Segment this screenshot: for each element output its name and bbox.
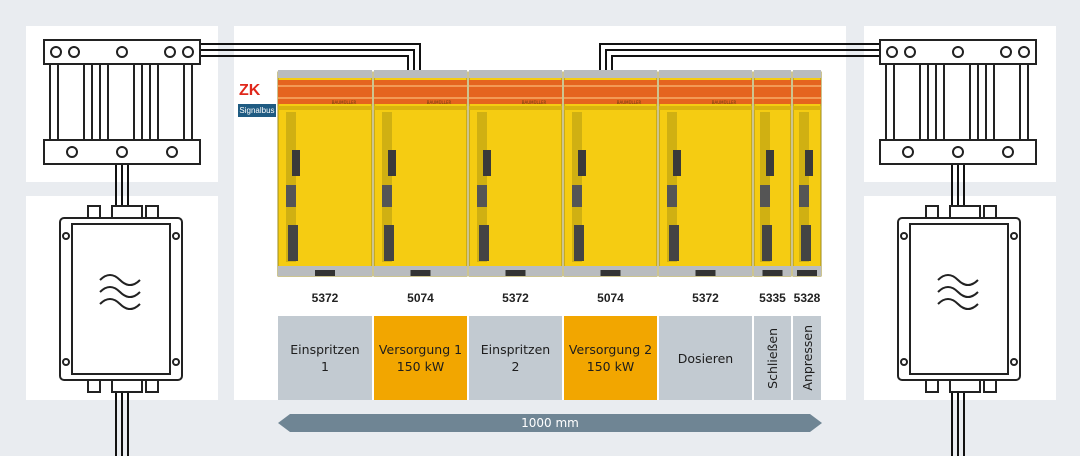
- function-block: Anpressen: [793, 316, 821, 400]
- svg-text:BAUMÜLLER: BAUMÜLLER: [332, 100, 357, 105]
- right-choke: [879, 39, 1037, 165]
- module-3: BAUMÜLLER: [468, 70, 563, 277]
- drive-modules: BAUMÜLLER BAUMÜLLER BAUMÜLLER BAUMÜLLER BAUM…: [277, 70, 822, 277]
- cable-right: [599, 43, 880, 70]
- module-number: 5335: [759, 291, 786, 305]
- svg-text:BAUMÜLLER: BAUMÜLLER: [522, 100, 547, 105]
- left-choke: [43, 39, 201, 165]
- module-number: 5372: [311, 291, 339, 305]
- module-5: BAUMÜLLER: [658, 70, 753, 277]
- svg-text:BAUMÜLLER: BAUMÜLLER: [617, 100, 642, 105]
- module-number: 5328: [793, 291, 821, 305]
- function-block: Schließen: [754, 316, 791, 400]
- right-filter: [897, 205, 1021, 393]
- module-7: [792, 70, 822, 277]
- module-number: 5372: [692, 291, 719, 305]
- module-number: 5074: [407, 291, 434, 305]
- svg-text:BAUMÜLLER: BAUMÜLLER: [427, 100, 452, 105]
- module-1: BAUMÜLLER: [277, 70, 373, 277]
- module-number: 5074: [597, 291, 624, 305]
- left-filter: [59, 205, 183, 393]
- dimension-label: 1000 mm: [521, 416, 579, 430]
- signalbus-label: Signalbus: [238, 104, 276, 117]
- module-6: [753, 70, 792, 277]
- zk-label: ZK: [239, 82, 261, 99]
- module-4: BAUMÜLLER: [563, 70, 658, 277]
- dimension-arrow: [278, 414, 822, 432]
- cable-left: [200, 43, 421, 70]
- module-2: BAUMÜLLER: [373, 70, 468, 277]
- svg-text:BAUMÜLLER: BAUMÜLLER: [712, 100, 737, 105]
- module-number: 5372: [502, 291, 529, 305]
- function-block: Dosieren: [659, 316, 752, 400]
